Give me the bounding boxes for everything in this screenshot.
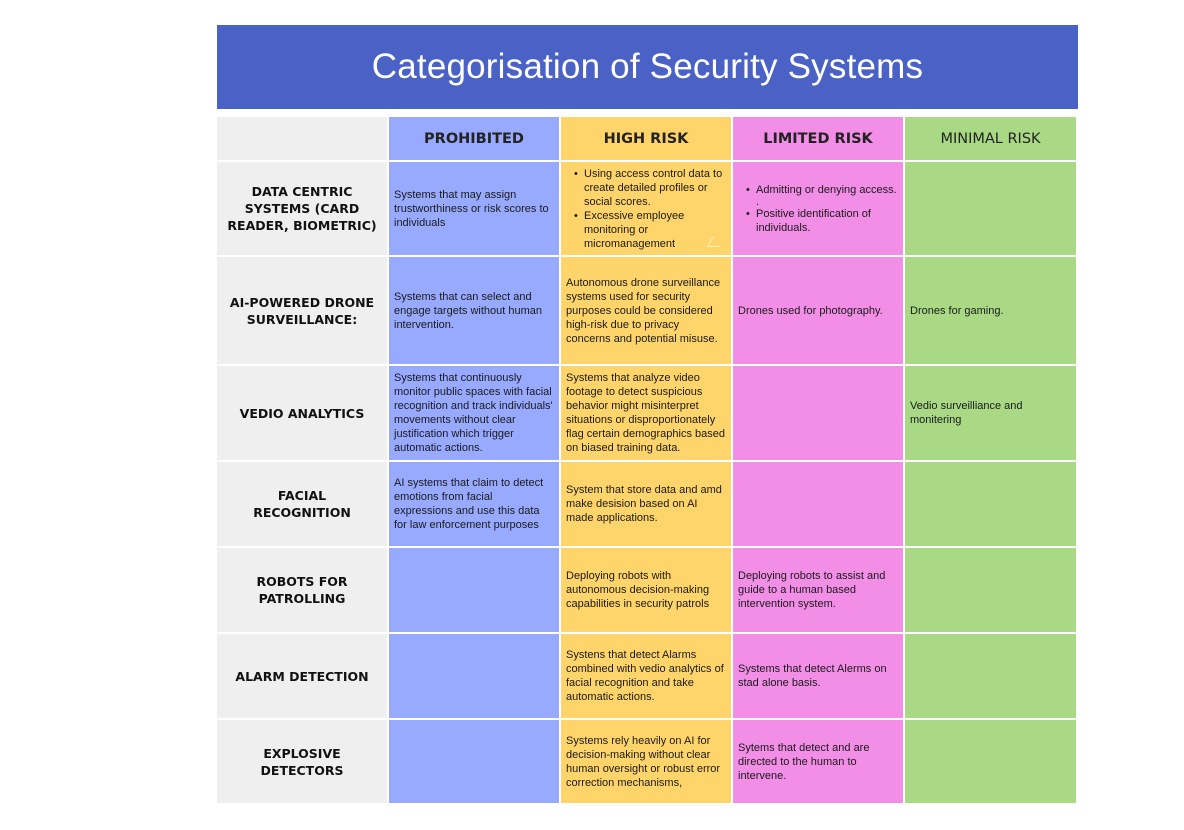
cell-limited-risk: Sytems that detect and are directed to t… [733,720,905,805]
cell-limited-risk: Deploying robots to assist and guide to … [733,548,905,634]
column-header-minimal-risk: MINIMAL RISK [905,117,1078,162]
table-corner [217,117,389,162]
cell-limited-risk: Systems that detect Alerms on stad alone… [733,634,905,720]
column-header-limited-risk: LIMITED RISK [733,117,905,162]
row-header-explosive-detectors: EXPLOSIVE DETECTORS [217,720,389,805]
cell-minimal-risk [905,462,1078,548]
cell-minimal-risk: Drones for gaming. [905,257,1078,366]
list-item: Using access control data to create deta… [574,167,726,209]
cell-limited-risk: Drones used for photography. [733,257,905,366]
cell-limited-risk [733,462,905,548]
cell-minimal-risk [905,162,1078,257]
cell-high-risk: Using access control data to create deta… [561,162,733,257]
cell-prohibited: Systems that may assign trustworthiness … [389,162,561,257]
list-item: Excessive employee monitoring or microma… [574,209,726,251]
cell-minimal-risk [905,720,1078,805]
cell-prohibited: Systems that continuously monitor public… [389,366,561,462]
row-header-facial-recognition: FACIAL RECOGNITION [217,462,389,548]
cell-high-risk: System that store data and amd make desi… [561,462,733,548]
row-header-video-analytics: VEDIO ANALYTICS [217,366,389,462]
cell-prohibited [389,720,561,805]
risk-table: PROHIBITED HIGH RISK LIMITED RISK MINIMA… [217,117,1078,805]
cell-minimal-risk: Vedio surveilliance and monitering [905,366,1078,462]
cell-high-risk: Systems rely heavily on AI for decision-… [561,720,733,805]
row-header-data-centric: DATA CENTRIC SYSTEMS (CARD READER, BIOME… [217,162,389,257]
row-header-drone-surveillance: AI-POWERED DRONE SURVEILLANCE: [217,257,389,366]
separator-dot: . [756,195,760,208]
cell-limited-risk [733,366,905,462]
cell-high-risk: Systems that analyze video footage to de… [561,366,733,462]
cell-prohibited: Systems that can select and engage targe… [389,257,561,366]
cell-prohibited [389,548,561,634]
list-item: Positive identification of individuals. [746,207,898,235]
cell-high-risk: Systens that detect Alarms combined with… [561,634,733,720]
list-item: Admitting or denying access. [746,183,898,197]
column-header-prohibited: PROHIBITED [389,117,561,162]
bullet-list: Positive identification of individuals. [738,207,898,235]
row-header-alarm-detection: ALARM DETECTION [217,634,389,720]
cell-prohibited: AI systems that claim to detect emotions… [389,462,561,548]
page-title: Categorisation of Security Systems [217,25,1078,109]
bullet-list: Using access control data to create deta… [566,167,726,251]
bullet-list: Admitting or denying access. [738,183,898,197]
cell-minimal-risk [905,548,1078,634]
cell-limited-risk: Admitting or denying access. . Positive … [733,162,905,257]
cell-prohibited [389,634,561,720]
cell-high-risk: Autonomous drone surveillance systems us… [561,257,733,366]
row-header-robots-patrolling: ROBOTS FOR PATROLLING [217,548,389,634]
column-header-high-risk: HIGH RISK [561,117,733,162]
cell-high-risk: Deploying robots with autonomous decisio… [561,548,733,634]
cell-minimal-risk [905,634,1078,720]
